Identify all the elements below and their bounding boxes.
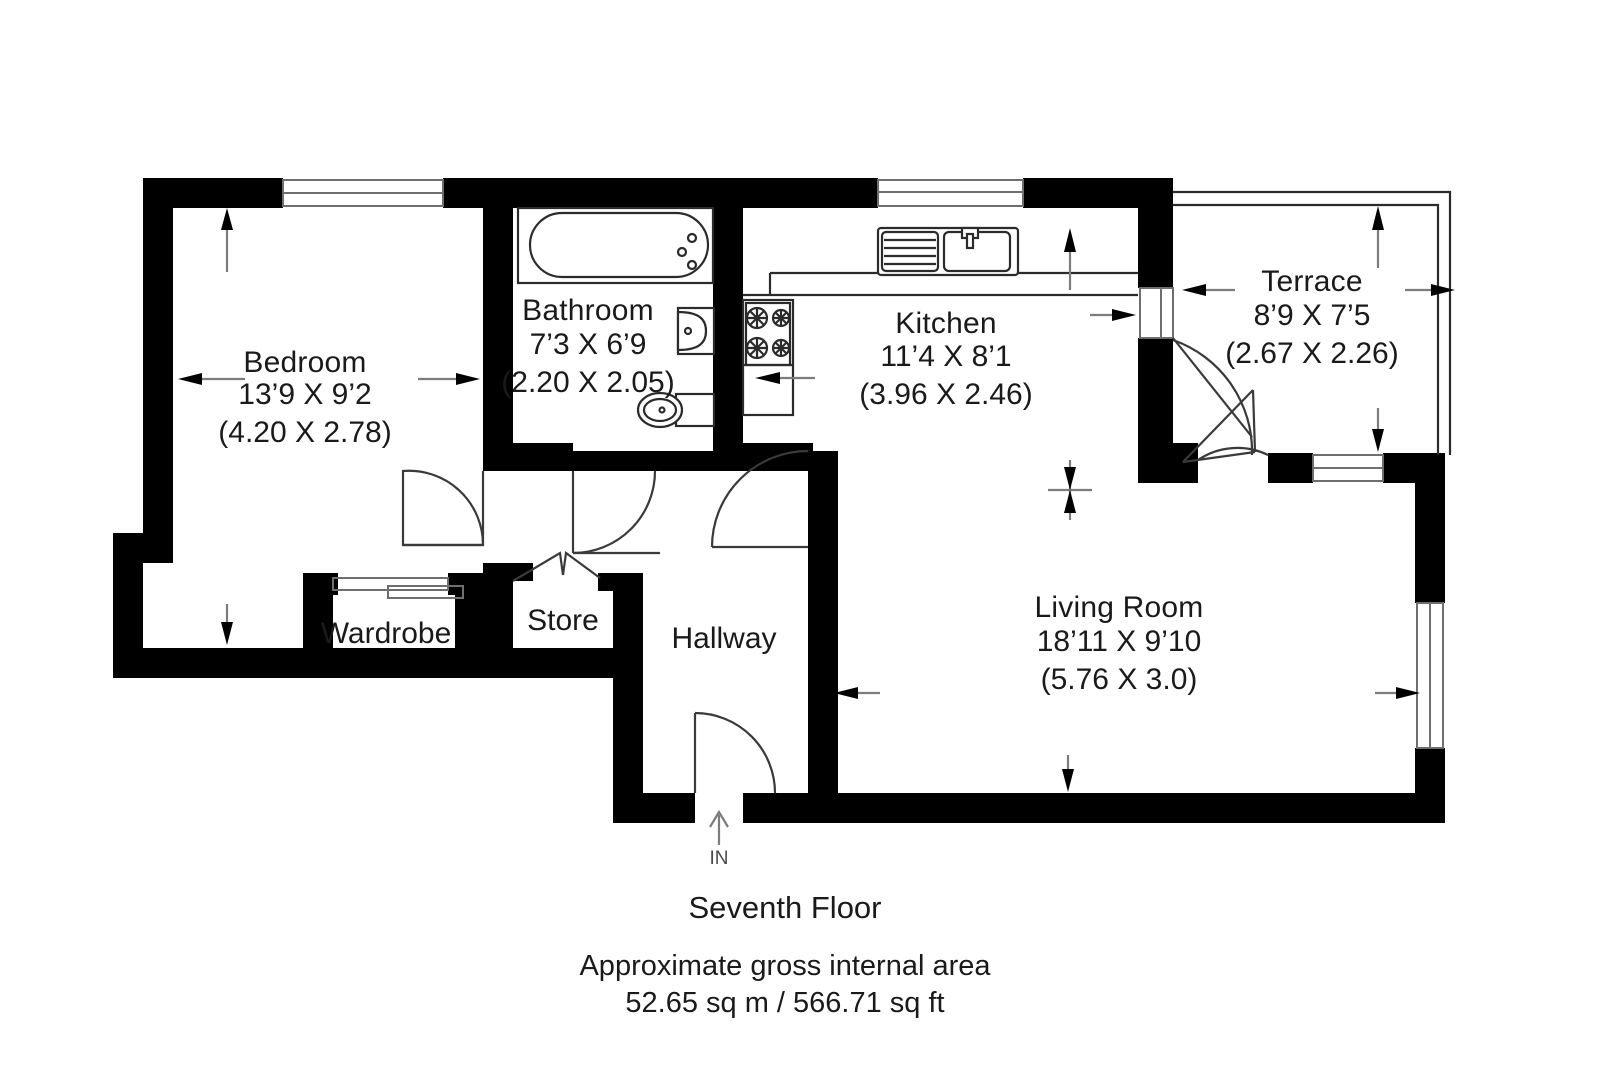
wall-bathroom-bottom-left bbox=[483, 443, 573, 471]
arrow-kitchen-right bbox=[1112, 309, 1136, 321]
room-dim-living-imperial: 18’11 X 9’10 bbox=[1037, 625, 1202, 658]
arrow-kitchen-bottom-b bbox=[1064, 490, 1076, 513]
wall-hallway-living bbox=[808, 451, 838, 823]
room-dim-kitchen-imperial: 11’4 X 8’1 bbox=[880, 340, 1011, 373]
kitchen-tap-spout-icon bbox=[965, 232, 975, 250]
room-dim-bedroom-imperial: 13’9 X 9’2 bbox=[238, 378, 371, 411]
arrow-terrace-bottom bbox=[1372, 429, 1384, 452]
arrow-terrace-right bbox=[1431, 284, 1455, 296]
door-store-leaves bbox=[512, 551, 601, 582]
in-arrow-icon bbox=[709, 809, 729, 828]
room-dim-kitchen-metric: (3.96 X 2.46) bbox=[859, 378, 1032, 411]
entrance-marker: IN bbox=[709, 809, 729, 869]
wall-kitchen-top-left bbox=[743, 178, 878, 208]
terrace-inner-edge bbox=[1173, 203, 1440, 455]
wall-terrace-door-jamb bbox=[1138, 443, 1198, 483]
wall-kitchen-terrace-lower bbox=[1138, 338, 1173, 463]
room-label-wardrobe: Wardrobe bbox=[321, 617, 452, 650]
door-terrace-leaf-a1 bbox=[1172, 337, 1253, 438]
door-terrace-leaf-a2 bbox=[1182, 450, 1256, 464]
wall-bedroom-bathroom bbox=[483, 178, 513, 468]
arrow-bedroom-left bbox=[178, 373, 202, 385]
wall-kitchen-terrace-upper bbox=[1138, 178, 1173, 288]
room-dim-terrace-metric: (2.67 X 2.26) bbox=[1225, 337, 1398, 370]
basin-drain-icon bbox=[683, 326, 693, 336]
wall-store-top-right bbox=[598, 573, 643, 591]
wall-wardrobe-top-left bbox=[303, 573, 338, 595]
doors bbox=[401, 337, 1269, 794]
door-bedroom-arc bbox=[401, 469, 485, 547]
terrace-outline bbox=[1173, 190, 1452, 455]
room-label-terrace: Terrace bbox=[1261, 265, 1362, 298]
arrow-kitchen-bottom-a bbox=[1064, 467, 1076, 490]
wall-living-right-upper bbox=[1415, 453, 1445, 603]
bathtub-icon bbox=[528, 211, 710, 279]
door-terrace-leaf-b2 bbox=[1251, 389, 1257, 453]
windows bbox=[282, 179, 1444, 749]
room-dim-bathroom-metric: (2.20 X 2.05) bbox=[501, 366, 674, 399]
kitchen-fixtures bbox=[741, 226, 1138, 417]
bathroom-fixtures bbox=[516, 206, 716, 429]
wall-living-bottom bbox=[758, 793, 1445, 823]
wall-entrance-right bbox=[743, 793, 838, 823]
wall-kitchen-bottom-left bbox=[713, 443, 813, 471]
room-label-kitchen: Kitchen bbox=[895, 307, 996, 340]
wall-bathroom-kitchen bbox=[713, 178, 743, 443]
area-caption: Approximate gross internal area bbox=[579, 950, 991, 982]
bathtub-plug-icon bbox=[676, 246, 688, 258]
arrow-living-right bbox=[1396, 687, 1420, 699]
floor-title: Seventh Floor bbox=[689, 890, 882, 925]
bathtub-tap2-icon bbox=[686, 259, 698, 271]
wall-store-top-left bbox=[483, 563, 533, 581]
arrow-kitchen-left bbox=[755, 372, 780, 384]
terrace-outer-edge bbox=[1173, 190, 1452, 455]
wall-wardrobe-right bbox=[455, 573, 485, 663]
entrance-in-label: IN bbox=[710, 848, 729, 869]
wall-bedroom-left-upper bbox=[143, 178, 173, 533]
room-dim-living-metric: (5.76 X 3.0) bbox=[1041, 663, 1198, 696]
wall-kitchen-top-right bbox=[1023, 178, 1153, 208]
room-dim-bedroom-metric: (4.20 X 2.78) bbox=[218, 416, 391, 449]
arrow-living-left bbox=[834, 687, 858, 699]
wall-bathroom-top bbox=[483, 178, 743, 208]
arrow-terrace-top bbox=[1372, 206, 1384, 230]
arrow-bedroom-top bbox=[221, 208, 233, 230]
wall-entrance-left bbox=[613, 793, 695, 823]
dimension-arrows bbox=[178, 206, 1455, 792]
door-bathroom-arc bbox=[572, 470, 657, 555]
arrow-kitchen-top bbox=[1064, 228, 1076, 252]
room-label-bedroom: Bedroom bbox=[243, 346, 366, 379]
wall-store-bottom bbox=[483, 648, 643, 678]
wall-structure bbox=[113, 178, 1445, 823]
arrow-terrace-left bbox=[1182, 284, 1206, 296]
hob-burners bbox=[745, 306, 791, 360]
room-label-living-room: Living Room bbox=[1035, 591, 1204, 624]
window-wardrobe-door-b bbox=[387, 585, 464, 599]
room-label-bathroom: Bathroom bbox=[522, 294, 654, 327]
plan-footer: Seventh Floor Approximate gross internal… bbox=[579, 890, 991, 1019]
toilet-flush-icon bbox=[658, 406, 666, 414]
door-entrance-arc bbox=[694, 711, 777, 794]
wall-terrace-bottom-left bbox=[1268, 453, 1313, 483]
arrow-living-bottom bbox=[1062, 769, 1074, 792]
kitchen-drainer-icon bbox=[880, 230, 940, 273]
room-label-hallway: Hallway bbox=[671, 622, 776, 655]
wall-bedroom-left-lower bbox=[113, 533, 143, 663]
bathtub-tap-icon bbox=[686, 232, 698, 244]
room-label-store: Store bbox=[527, 604, 599, 637]
window-wardrobe-door-a bbox=[332, 577, 449, 591]
room-labels: Bedroom 13’9 X 9’2 (4.20 X 2.78) Bathroo… bbox=[218, 265, 1398, 696]
door-living-arc bbox=[710, 449, 809, 548]
area-value: 52.65 sq m / 566.71 sq ft bbox=[625, 987, 944, 1019]
arrow-bedroom-bottom bbox=[221, 622, 233, 645]
room-dim-bathroom-imperial: 7’3 X 6’9 bbox=[530, 328, 647, 361]
window-terrace-access bbox=[1139, 287, 1174, 339]
arrow-bedroom-right bbox=[456, 373, 480, 385]
door-terrace-leaf-b1 bbox=[1182, 389, 1254, 463]
room-dim-terrace-imperial: 8’9 X 7’5 bbox=[1254, 299, 1371, 332]
door-terrace-arc-inner bbox=[1197, 446, 1269, 461]
